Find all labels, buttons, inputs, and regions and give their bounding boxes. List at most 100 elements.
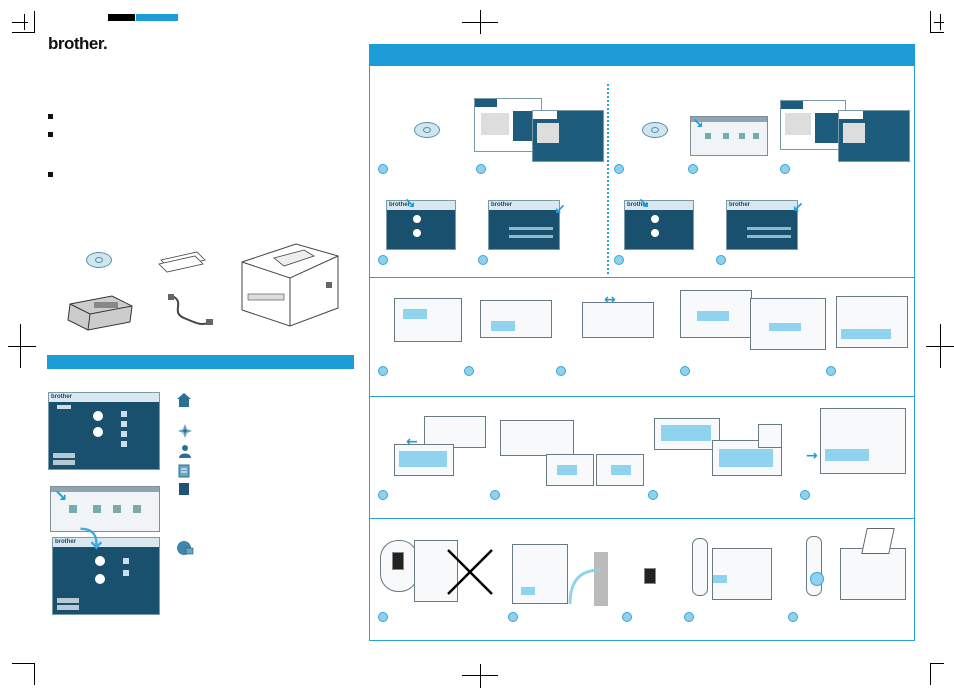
insert-drum-illustration — [680, 290, 752, 338]
guide-detail-illustration — [596, 454, 644, 486]
step-number — [800, 490, 810, 500]
step-number — [614, 255, 624, 265]
step-number — [680, 366, 690, 376]
fan-icon — [178, 424, 192, 438]
setup-screenshot: brother — [726, 200, 798, 250]
crop-mark — [480, 664, 481, 688]
user-icon — [178, 444, 192, 458]
cd-rom-icon — [414, 122, 440, 138]
step-number — [788, 612, 798, 622]
load-paper-illustration — [654, 418, 720, 450]
step-number — [684, 612, 694, 622]
crop-mark — [12, 663, 34, 664]
no-usb-icon — [446, 548, 494, 596]
documentation-icon — [157, 248, 207, 274]
cd-menu-screenshot — [780, 100, 846, 150]
crop-mark — [12, 32, 34, 33]
step-number — [688, 164, 698, 174]
step-number — [622, 612, 632, 622]
cd-menu-screenshot — [838, 110, 910, 162]
home-icon — [176, 392, 192, 408]
curved-arrow-icon: ⤵ — [80, 528, 103, 553]
mac-window-screenshot — [50, 486, 160, 532]
adjust-guides-illustration — [500, 420, 574, 456]
setup-screenshot: brother — [624, 200, 694, 250]
power-cord-icon — [166, 292, 214, 330]
step-number — [556, 366, 566, 376]
step-number — [378, 164, 388, 174]
step-number — [378, 366, 388, 376]
drum-shake-illustration — [582, 302, 654, 338]
bullet-square — [48, 132, 53, 137]
instructions-panel — [369, 66, 915, 641]
row-divider — [370, 396, 914, 397]
crop-mark — [462, 22, 498, 23]
step-number — [614, 164, 624, 174]
arrow-icon: → — [806, 448, 818, 464]
step-number — [476, 164, 486, 174]
crop-mark — [34, 11, 35, 33]
dotted-separator — [607, 84, 609, 274]
step-number — [478, 255, 488, 265]
arrow-icon: ↙ — [554, 202, 566, 218]
close-cover-illustration — [836, 296, 908, 348]
step-number — [378, 490, 388, 500]
bullet-square — [48, 114, 53, 119]
black-bar — [108, 14, 135, 21]
power-plug-icon — [566, 566, 602, 606]
mac-menu-screenshot: brother — [52, 537, 160, 615]
printer-icon — [234, 238, 344, 330]
power-switch-icon — [392, 552, 404, 570]
step-number — [508, 612, 518, 622]
arrow-icon: ↘ — [692, 116, 704, 132]
pull-tray-illustration — [424, 416, 486, 448]
step-number — [780, 164, 790, 174]
cd-rom-icon — [86, 252, 112, 268]
setup-screenshot: brother — [488, 200, 560, 250]
crop-mark — [930, 11, 931, 33]
mac-window-screenshot — [690, 116, 768, 156]
right-header-bar — [369, 44, 915, 66]
paper-level-detail — [758, 424, 782, 448]
crop-mark — [930, 663, 944, 664]
guide-detail-illustration — [546, 454, 594, 486]
paper-tray-illustration — [394, 444, 454, 476]
step-number — [378, 255, 388, 265]
crop-mark — [12, 22, 28, 23]
step-number — [490, 490, 500, 500]
panel-led-illustration — [692, 538, 708, 596]
button-icon — [810, 572, 824, 586]
document-icon — [178, 464, 190, 478]
outlet-illustration — [594, 552, 608, 606]
crop-mark — [8, 346, 36, 347]
arrow-icon: ← — [406, 434, 418, 450]
cd-menu-screenshot — [532, 110, 604, 162]
row-divider — [370, 518, 914, 519]
brother-logo: brother. — [48, 34, 108, 53]
printer-open-illustration — [394, 298, 462, 342]
step-number — [464, 366, 474, 376]
step-number — [648, 490, 658, 500]
test-print-illustration — [840, 548, 906, 600]
setup-screenshot: brother — [386, 200, 456, 250]
globe-icon — [176, 540, 194, 556]
panel-led-illustration — [806, 536, 822, 596]
crop-mark — [930, 663, 931, 685]
blue-bar — [136, 14, 178, 21]
toner-drum-icon — [64, 292, 136, 332]
bullet-square — [48, 172, 53, 177]
book-icon — [178, 482, 190, 496]
toner-cartridge-illustration — [480, 300, 552, 338]
crop-mark — [934, 22, 944, 23]
step-number — [378, 612, 388, 622]
step-number — [716, 255, 726, 265]
insert-drum-illustration — [750, 298, 826, 350]
crop-mark — [930, 32, 944, 33]
arrow-icon: ↘ — [638, 196, 650, 212]
step-number — [826, 366, 836, 376]
arrow-icon: ↙ — [792, 200, 804, 216]
shake-arrow-icon: ↔ — [604, 292, 616, 308]
insert-tray-illustration — [820, 408, 906, 474]
cd-rom-icon — [642, 122, 668, 138]
arrow-icon: ↘ — [54, 486, 68, 505]
